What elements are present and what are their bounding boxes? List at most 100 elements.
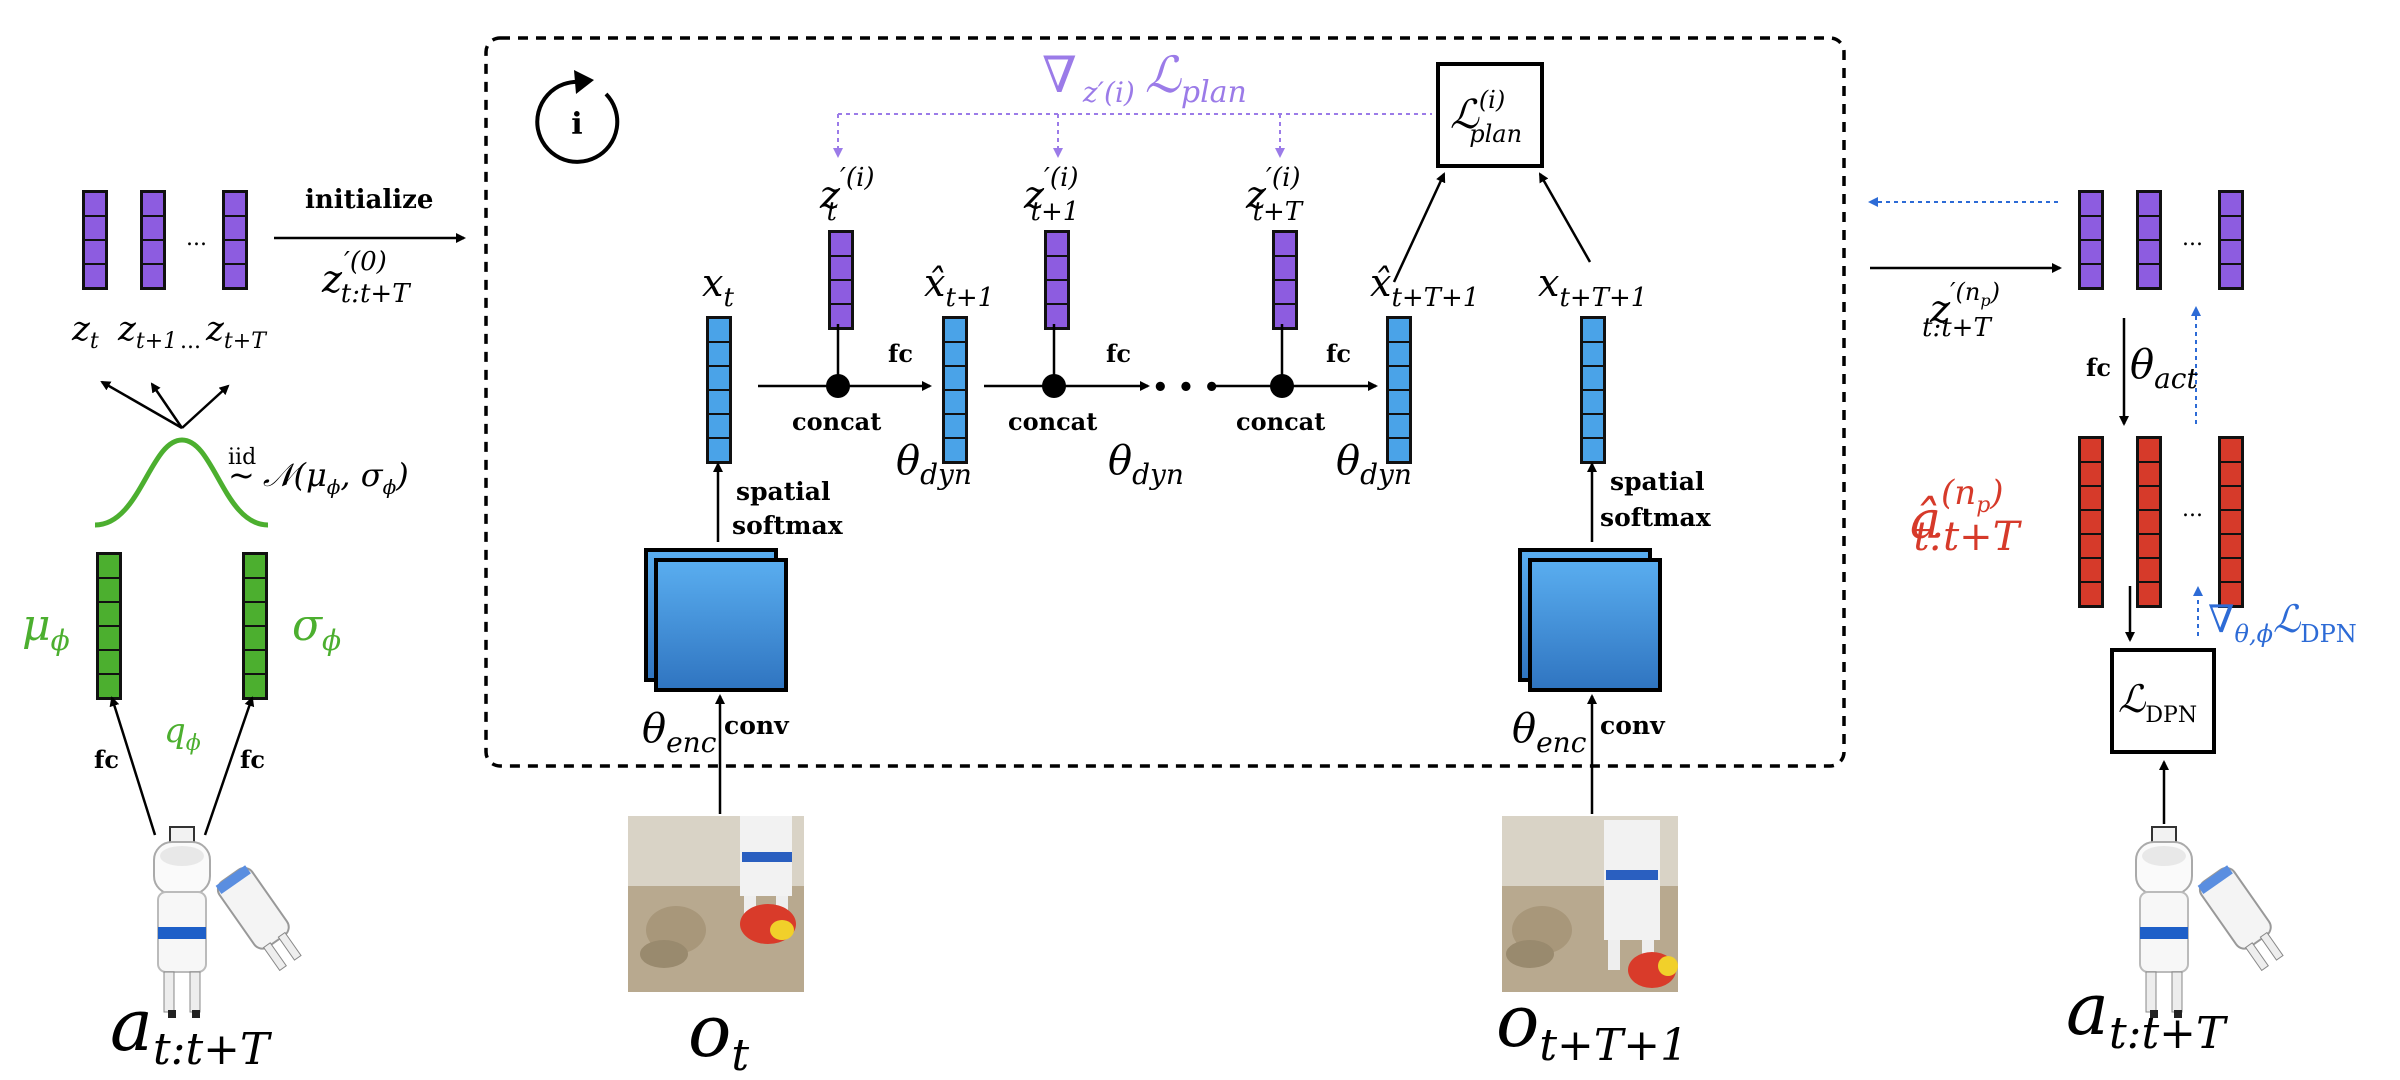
mu-label: μϕ bbox=[22, 600, 70, 657]
encoder-arrows bbox=[109, 696, 255, 836]
sigma-vector-cell bbox=[245, 579, 265, 601]
theta-enc-label-left: θenc bbox=[642, 706, 717, 759]
softmax-label-right: softmax bbox=[1600, 503, 1712, 532]
action-hat-vector-1-cell bbox=[2081, 439, 2101, 461]
left-z-vector-1 bbox=[82, 190, 108, 290]
planned-z-vector-2-cell bbox=[2139, 193, 2159, 215]
z-top-vector-tT-cell bbox=[1275, 281, 1295, 303]
sigma-vector bbox=[242, 552, 268, 700]
xhat-t1-vector-cell bbox=[945, 367, 965, 389]
z-top-label-tT: z′(i)t+T bbox=[1245, 163, 1304, 227]
z-top-vector-t1-cell bbox=[1047, 233, 1067, 255]
left-z-vector-2-cell bbox=[143, 193, 163, 215]
x-t-vector-cell bbox=[709, 319, 729, 341]
z-top-vector-t-cell bbox=[831, 281, 851, 303]
left-z-vector-3-cell bbox=[225, 217, 245, 239]
left-z-vector-1-cell bbox=[85, 241, 105, 263]
xhat-t1-vector bbox=[942, 316, 968, 464]
gaussian-curve bbox=[94, 437, 269, 528]
sigma-vector-cell bbox=[245, 603, 265, 625]
right-robot-image bbox=[2135, 826, 2291, 1019]
fc-label-2: fc bbox=[1106, 339, 1131, 368]
sigma-vector-cell bbox=[245, 675, 265, 697]
dpn-loss-box bbox=[2110, 648, 2216, 754]
theta-dyn-label-2: θdyn bbox=[1108, 438, 1184, 491]
x-t-vector-cell bbox=[709, 439, 729, 461]
left-fc-label-1: fc bbox=[94, 745, 119, 774]
z-top-vector-t1 bbox=[1044, 230, 1070, 330]
concat-label-2: concat bbox=[1008, 407, 1097, 436]
left-fc-label-2: fc bbox=[240, 745, 265, 774]
x-tT1-vector-cell bbox=[1583, 439, 1603, 461]
left-dots-lower: ... bbox=[180, 329, 201, 354]
loop-icon: i bbox=[535, 70, 620, 164]
planned-z-vector-3-cell bbox=[2221, 265, 2241, 287]
xhat-t1-vector-cell bbox=[945, 319, 965, 341]
planned-z-vector-1-cell bbox=[2081, 265, 2101, 287]
pred-to-loss-arrow bbox=[1392, 172, 1446, 283]
x-tT1-vector-cell bbox=[1583, 391, 1603, 413]
observation-image-t bbox=[628, 816, 804, 992]
left-z-vector-3-cell bbox=[225, 241, 245, 263]
right-dots-upper: ... bbox=[2182, 226, 2203, 251]
x-tT1-vector-cell bbox=[1583, 367, 1603, 389]
right-fc-label: fc bbox=[2086, 353, 2111, 382]
ellipsis: • • • bbox=[1152, 373, 1220, 403]
x-t-vector bbox=[706, 316, 732, 464]
softmax-label-left: softmax bbox=[732, 511, 844, 540]
z-top-vector-t1-cell bbox=[1047, 281, 1067, 303]
xhat-tT1-vector-cell bbox=[1389, 367, 1409, 389]
left-z-vector-2-cell bbox=[143, 217, 163, 239]
planned-z-vector-3-cell bbox=[2221, 217, 2241, 239]
planned-z-vector-1-cell bbox=[2081, 193, 2101, 215]
spatial-label-right: spatial bbox=[1610, 467, 1705, 496]
action-hat-vector-2-cell bbox=[2139, 463, 2159, 485]
action-hat-vector-1-cell bbox=[2081, 535, 2101, 557]
x-t-label: xt bbox=[702, 261, 734, 313]
planning-loop-box bbox=[484, 36, 1846, 768]
loop-label: i bbox=[571, 107, 582, 142]
z-top-vector-t1-cell bbox=[1047, 305, 1067, 327]
xhat-tT1-vector-cell bbox=[1389, 319, 1409, 341]
xhat-t1-label: x̂t+1 bbox=[924, 261, 994, 313]
sample-arrows bbox=[100, 380, 230, 430]
left-action-label: at:t+T bbox=[110, 983, 273, 1075]
xhat-t1-vector-cell bbox=[945, 415, 965, 437]
right-action-label: at:t+T bbox=[2066, 967, 2229, 1059]
initialize-label: initialize bbox=[305, 185, 433, 215]
mu-vector bbox=[96, 552, 122, 700]
action-hat-vector-2-cell bbox=[2139, 535, 2159, 557]
xhat-tT1-vector-cell bbox=[1389, 343, 1409, 365]
action-hat-vector-2-cell bbox=[2139, 583, 2159, 605]
x-t-vector-cell bbox=[709, 343, 729, 365]
plan-gradient-lines bbox=[833, 113, 1432, 158]
concat-node-1 bbox=[826, 374, 850, 398]
x-tT1-vector bbox=[1580, 316, 1606, 464]
concat-label-1: concat bbox=[792, 407, 881, 436]
action-hat-vector-2-cell bbox=[2139, 439, 2159, 461]
action-hat-vector-3-cell bbox=[2221, 583, 2241, 605]
mu-vector-cell bbox=[99, 555, 119, 577]
xhat-tT1-label: x̂t+T+1 bbox=[1370, 261, 1479, 313]
left-z-t-label: zt bbox=[71, 309, 99, 354]
action-hat-vector-3-cell bbox=[2221, 511, 2241, 533]
xhat-t1-vector-cell bbox=[945, 391, 965, 413]
xhat-tT1-vector bbox=[1386, 316, 1412, 464]
conv-label-right: conv bbox=[1600, 711, 1666, 740]
observation-image-tT1 bbox=[1502, 816, 1678, 992]
planned-z-vector-2-cell bbox=[2139, 265, 2159, 287]
z-top-vector-tT bbox=[1272, 230, 1298, 330]
z-top-vector-t-cell bbox=[831, 257, 851, 279]
iid-sample-label: iid bbox=[228, 445, 256, 470]
action-hat-vector-2-cell bbox=[2139, 559, 2159, 581]
planned-z-vector-1-cell bbox=[2081, 241, 2101, 263]
planned-z-vector-2-cell bbox=[2139, 217, 2159, 239]
left-z-vector-3 bbox=[222, 190, 248, 290]
left-robot-image bbox=[153, 826, 309, 1019]
left-z-vector-1-cell bbox=[85, 217, 105, 239]
x-tT1-label: xt+T+1 bbox=[1538, 261, 1647, 313]
planned-z-vector-3 bbox=[2218, 190, 2244, 290]
x-tT1-vector-cell bbox=[1583, 319, 1603, 341]
plan-loss-label: ℒ(i)plan bbox=[1450, 86, 1522, 148]
